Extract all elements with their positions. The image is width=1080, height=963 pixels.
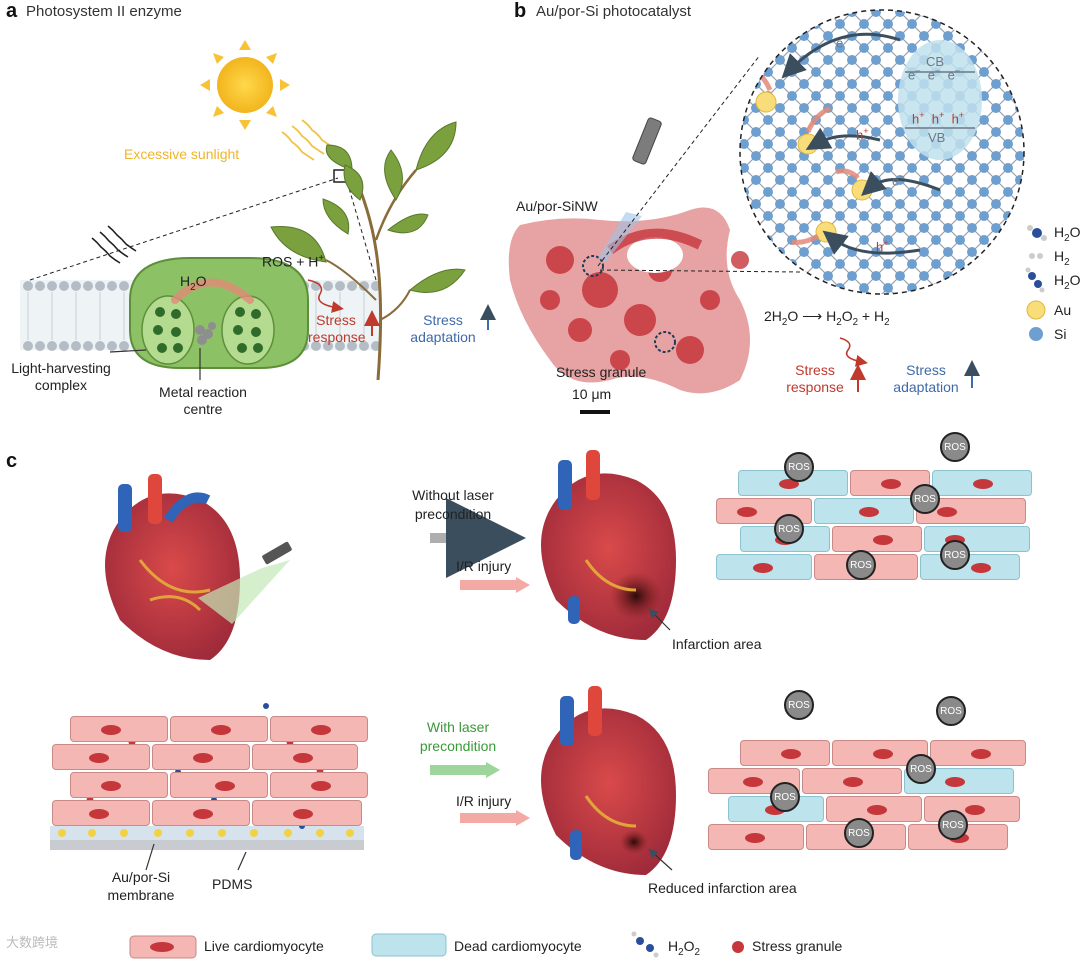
electron-label-1: e− [836,34,849,51]
photosystem-enzyme [129,257,309,369]
legend-dead-cardiomyocyte-icon [371,933,447,957]
ros-icon: ROS [770,782,800,812]
ros-icon: ROS [906,754,936,784]
ros-icon: ROS [938,810,968,840]
sun-icon [200,40,290,130]
legend-dead-label: Dead cardiomyocyte [454,938,582,954]
legend-molecules [1025,225,1047,341]
ros-icon: ROS [940,432,970,462]
electrons-label: e− e− e− [908,66,961,83]
pdms-label: PDMS [212,876,253,892]
heart-infarction [541,450,676,640]
ros-icon: ROS [910,484,940,514]
legend-stress-granule-label: Stress granule [752,938,843,954]
ros-icon: ROS [774,514,804,544]
cb-label: CB [926,54,945,69]
hole-label-2: h+ [876,238,889,255]
reaction-equation: 2H2O ⟶ H2O2 + H2 [764,308,890,328]
heart-icon [105,474,240,660]
reduced-infarction-label: Reduced infarction area [648,880,797,896]
stress-granule-label: Stress granule [556,364,647,380]
ir-injury-bottom-label: I/R injury [456,793,512,809]
vb-label: VB [928,130,946,145]
panel-b-letter: b [514,0,527,22]
panel-a-title: Photosystem II enzyme [26,3,182,20]
legend-h2o2: H2O2 [1054,272,1080,292]
lattice-zoom [740,10,1024,294]
hole-label-1: h+ [856,126,869,143]
ros-icon: ROS [936,696,966,726]
panel-b-title: Au/por-Si photocatalyst [536,3,692,20]
scale-bar-label: 10 μm [572,386,612,402]
electron-label-2: e− [892,172,905,189]
panel-a-letter: a [6,0,18,22]
ros-icon: ROS [844,818,874,848]
ros-icon: ROS [940,540,970,570]
au-por-sinw-label: Au/por-SiNW [516,198,598,214]
h2o-label: H2O [180,273,207,293]
cell-image [508,207,750,414]
legend-h2o: H2O [1054,224,1080,244]
excessive-sunlight-label: Excessive sunlight [124,146,240,162]
ros-icon: ROS [784,452,814,482]
plant-icon [270,121,466,381]
legend-si: Si [1054,326,1067,342]
panel-c-letter: c [6,450,18,472]
legend-live-cardiomyocyte-icon [129,935,197,959]
legend-h2o2-label: H2O2 [668,938,700,958]
legend-h2o2-icon [631,931,659,958]
ros-icon: ROS [784,690,814,720]
legend-live-label: Live cardiomyocyte [204,938,324,954]
infarction-area-label: Infarction area [672,636,762,652]
heart-reduced [541,686,676,875]
legend-h2: H2 [1054,248,1070,268]
watermark: 大数跨境 [6,935,59,950]
ros-h-label: ROS + H+ [262,253,325,270]
legend-stress-granule-icon [732,941,744,953]
ros-icon: ROS [846,550,876,580]
legend-au: Au [1054,302,1072,318]
ir-injury-top-label: I/R injury [456,558,512,574]
holes-label: h+ h+ h+ [912,110,965,127]
